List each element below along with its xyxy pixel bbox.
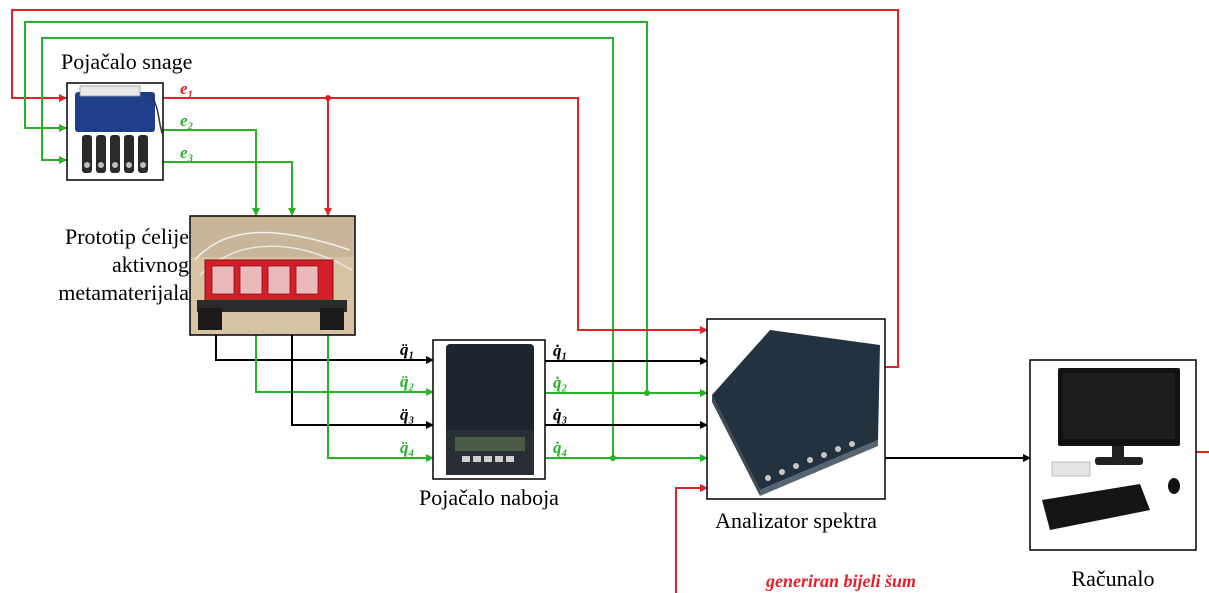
power-amplifier-label: Pojačalo snage bbox=[61, 49, 192, 74]
green-loop-wire-1 bbox=[24, 21, 648, 393]
charge-amplifier-label: Pojačalo naboja bbox=[419, 485, 559, 510]
signal-qd4-label: q̇₄ bbox=[553, 438, 567, 457]
qdd4-wire bbox=[327, 335, 434, 462]
junction-dot bbox=[610, 455, 616, 461]
qdd2-wire bbox=[255, 335, 434, 396]
signal-e3-label: e₃ bbox=[180, 143, 194, 162]
signal-qd3-label: q̇₃ bbox=[553, 405, 568, 424]
qdd3-wire bbox=[291, 335, 434, 429]
charge-amplifier-image bbox=[432, 339, 546, 480]
signal-e2-label: e₂ bbox=[180, 111, 194, 130]
red-loop-wire bbox=[11, 9, 899, 368]
e1-wire bbox=[163, 97, 708, 334]
spectrum-analyzer-image bbox=[706, 318, 886, 500]
prototype-label-line1: Prototip ćelije bbox=[65, 224, 189, 249]
signal-qdd3-label: q̈₃ bbox=[400, 405, 415, 424]
computer-label: Računalo bbox=[1071, 566, 1154, 591]
junction-dot bbox=[644, 390, 650, 396]
junction-dot bbox=[325, 95, 331, 101]
prototype-label-line2: aktivnog bbox=[112, 252, 189, 277]
prototype-label-line3: metamaterijala bbox=[58, 280, 189, 305]
computer-image bbox=[1029, 359, 1197, 551]
signal-qdd2-label: q̈₂ bbox=[400, 372, 415, 391]
prototype-cell-image bbox=[189, 215, 356, 336]
spectrum-analyzer-label: Analizator spektra bbox=[715, 508, 877, 533]
e3-wire bbox=[163, 161, 296, 216]
noise-wire bbox=[675, 484, 708, 593]
signal-qd1-label: q̇₁ bbox=[553, 341, 567, 360]
qdd1-wire bbox=[215, 335, 434, 364]
power-amplifier-image bbox=[66, 82, 164, 181]
signal-qdd4-label: q̈₄ bbox=[400, 438, 414, 457]
green-loop-wire-2 bbox=[41, 37, 614, 458]
signal-qd2-label: q̇₂ bbox=[553, 373, 568, 392]
white-noise-label: generiran bijeli šum bbox=[765, 571, 916, 591]
signal-qdd1-label: q̈₁ bbox=[400, 340, 414, 359]
signal-e1-label: e₁ bbox=[180, 79, 193, 98]
e2-wire bbox=[163, 129, 260, 216]
